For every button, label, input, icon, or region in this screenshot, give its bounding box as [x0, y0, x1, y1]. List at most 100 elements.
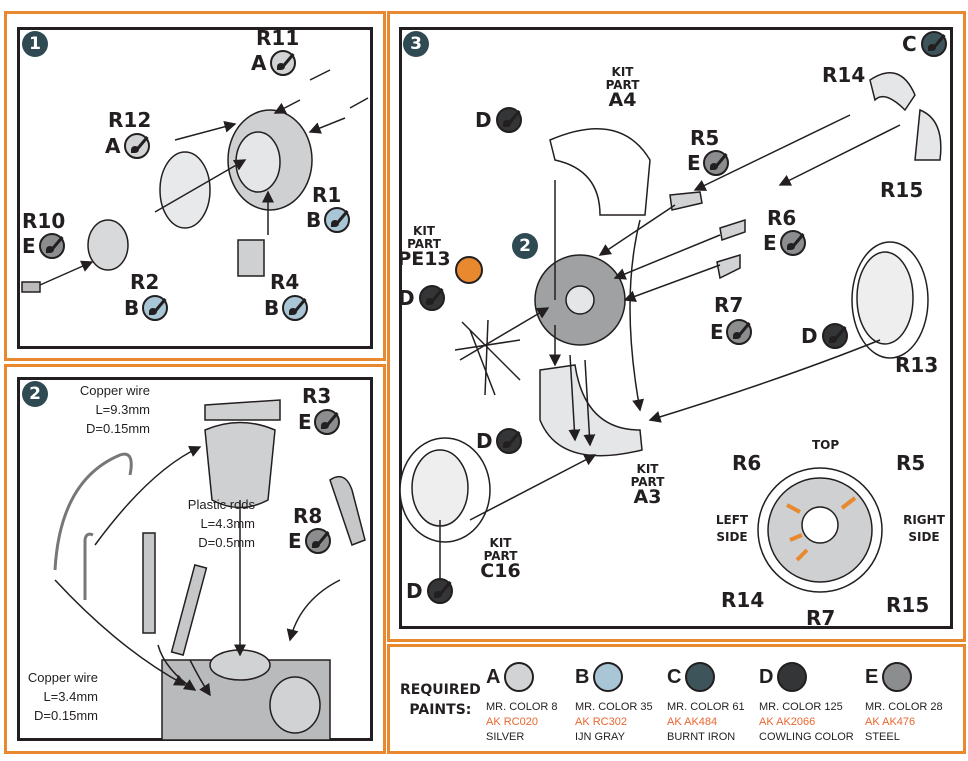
- paint-letter: E: [288, 529, 302, 553]
- kit-part-pe13: KIT PART PE13: [395, 225, 453, 270]
- paint-a-icon: [270, 50, 296, 76]
- part-ref-r6: R6: [767, 206, 797, 230]
- part-ref-r8: R8: [293, 504, 323, 528]
- step3-badge: 3: [403, 31, 429, 57]
- paint-swatch-row: A: [486, 662, 558, 694]
- kit-part-number: A4: [608, 89, 637, 112]
- view-ref-r6: R6: [732, 451, 762, 475]
- paint-name: BURNT IRON: [667, 731, 736, 743]
- paint-letter: B: [124, 296, 140, 320]
- mr-color: MR. COLOR 35: [575, 701, 653, 713]
- paint-letter: A: [486, 665, 501, 688]
- paint-name: SILVER: [486, 731, 525, 743]
- step3-frame: [387, 11, 966, 642]
- part-ref-r13: R13: [895, 353, 939, 377]
- paint-letter: C: [667, 665, 682, 688]
- paint-letter: E: [710, 320, 724, 344]
- mr-color: MR. COLOR 61: [667, 701, 745, 713]
- part-label: PART: [407, 236, 441, 251]
- paint-letter: E: [687, 151, 701, 175]
- copper-wire-note-long: Copper wire L=9.3mm D=0.15mm: [60, 381, 150, 438]
- kit-part-c16: KIT PART C16: [478, 537, 523, 582]
- paint-d-icon: [496, 107, 522, 133]
- kit-label: KIT: [611, 65, 634, 79]
- note-line: L=3.4mm: [43, 689, 98, 704]
- part-ref-r14: R14: [822, 63, 866, 87]
- part-ref-r15: R15: [880, 178, 924, 202]
- paint-letter: B: [575, 665, 590, 688]
- part-ref-r1: R1: [312, 183, 342, 207]
- view-right-side-label: RIGHT SIDE: [903, 513, 945, 544]
- ak-code: AK RC020: [486, 716, 538, 728]
- note-line: D=0.5mm: [198, 535, 255, 550]
- paint-swatch-row: D: [759, 662, 854, 694]
- paint-b-icon: [593, 662, 624, 692]
- part-ref-r7: R7: [714, 293, 744, 317]
- paint-d-icon: [777, 662, 808, 692]
- paint-legend-item-c: C MR. COLOR 61 AK AK484 BURNT IRON: [667, 662, 745, 745]
- paint-name: IJN GRAY: [575, 731, 625, 743]
- plastic-rods-note: Plastic rods L=4.3mm D=0.5mm: [150, 495, 255, 552]
- kit-label: KIT: [413, 224, 435, 238]
- view-ref-r7: R7: [806, 606, 836, 630]
- note-line: Copper wire: [27, 670, 98, 685]
- paint-letter: D: [476, 429, 493, 453]
- part-ref-r3: R3: [302, 384, 332, 408]
- kit-label: KIT: [636, 462, 659, 476]
- paint-e-icon: [39, 233, 65, 259]
- kit-part-a4: KIT PART A4: [600, 66, 645, 111]
- mr-color: MR. COLOR 28: [865, 701, 943, 713]
- paint-legend-item-b: B MR. COLOR 35 AK RC302 IJN GRAY: [575, 662, 653, 745]
- part-label: PART: [605, 77, 640, 92]
- step1-panel: [17, 27, 373, 349]
- paints-frame: [387, 644, 966, 754]
- paint-legend-item-d: D MR. COLOR 125 AK AK2066 COWLING COLOR: [759, 662, 854, 745]
- paint-letter: B: [306, 208, 322, 232]
- paint-letter: C: [902, 32, 917, 56]
- view-ref-r5: R5: [896, 451, 926, 475]
- step1-frame: [4, 11, 386, 361]
- view-ref-r14: R14: [721, 588, 765, 612]
- note-line: L=9.3mm: [95, 402, 150, 417]
- note-line: D=0.15mm: [86, 421, 150, 436]
- paint-c-icon: [685, 662, 716, 692]
- paint-e-icon: [780, 230, 806, 256]
- kit-part-number: A3: [633, 486, 662, 509]
- paint-b-icon: [324, 207, 350, 233]
- paint-e-icon: [314, 409, 340, 435]
- ak-code: AK AK476: [865, 716, 916, 728]
- paint-letter: E: [865, 665, 879, 688]
- ak-code: AK AK484: [667, 716, 718, 728]
- paint-name: STEEL: [865, 731, 900, 743]
- paint-b-icon: [282, 295, 308, 321]
- part-ref-r10: R10: [22, 209, 66, 233]
- note-line: Plastic rods: [187, 497, 255, 512]
- paint-legend-item-a: A MR. COLOR 8 AK RC020 SILVER: [486, 662, 558, 745]
- view-top-label: TOP: [812, 438, 840, 452]
- part-label: PART: [483, 548, 518, 563]
- photo-etch-icon: [455, 256, 483, 284]
- paint-letter: D: [406, 579, 423, 603]
- paint-legend-item-e: E MR. COLOR 28 AK AK476 STEEL: [865, 662, 943, 745]
- legend-title-line: PAINTS:: [409, 702, 472, 718]
- step2-badge: 2: [22, 381, 48, 407]
- paint-letter: D: [759, 665, 774, 688]
- kit-part-number: PE13: [397, 248, 451, 271]
- paint-d-icon: [822, 323, 848, 349]
- step1-badge: 1: [22, 31, 48, 57]
- paint-a-icon: [124, 133, 150, 159]
- note-line: Copper wire: [79, 383, 150, 398]
- view-ref-r15: R15: [886, 593, 930, 617]
- step2-frame: [4, 364, 386, 754]
- ak-code: AK AK2066: [759, 716, 816, 728]
- paint-swatch-row: E: [865, 662, 943, 694]
- paint-letter: E: [298, 410, 312, 434]
- note-line: L=4.3mm: [200, 516, 255, 531]
- paint-letter: A: [105, 134, 121, 158]
- paint-letter: D: [475, 108, 492, 132]
- paint-e-icon: [703, 150, 729, 176]
- paint-name: COWLING COLOR: [759, 731, 854, 743]
- kit-label: KIT: [489, 536, 512, 550]
- paint-letter: A: [251, 51, 267, 75]
- part-ref-r5: R5: [690, 126, 720, 150]
